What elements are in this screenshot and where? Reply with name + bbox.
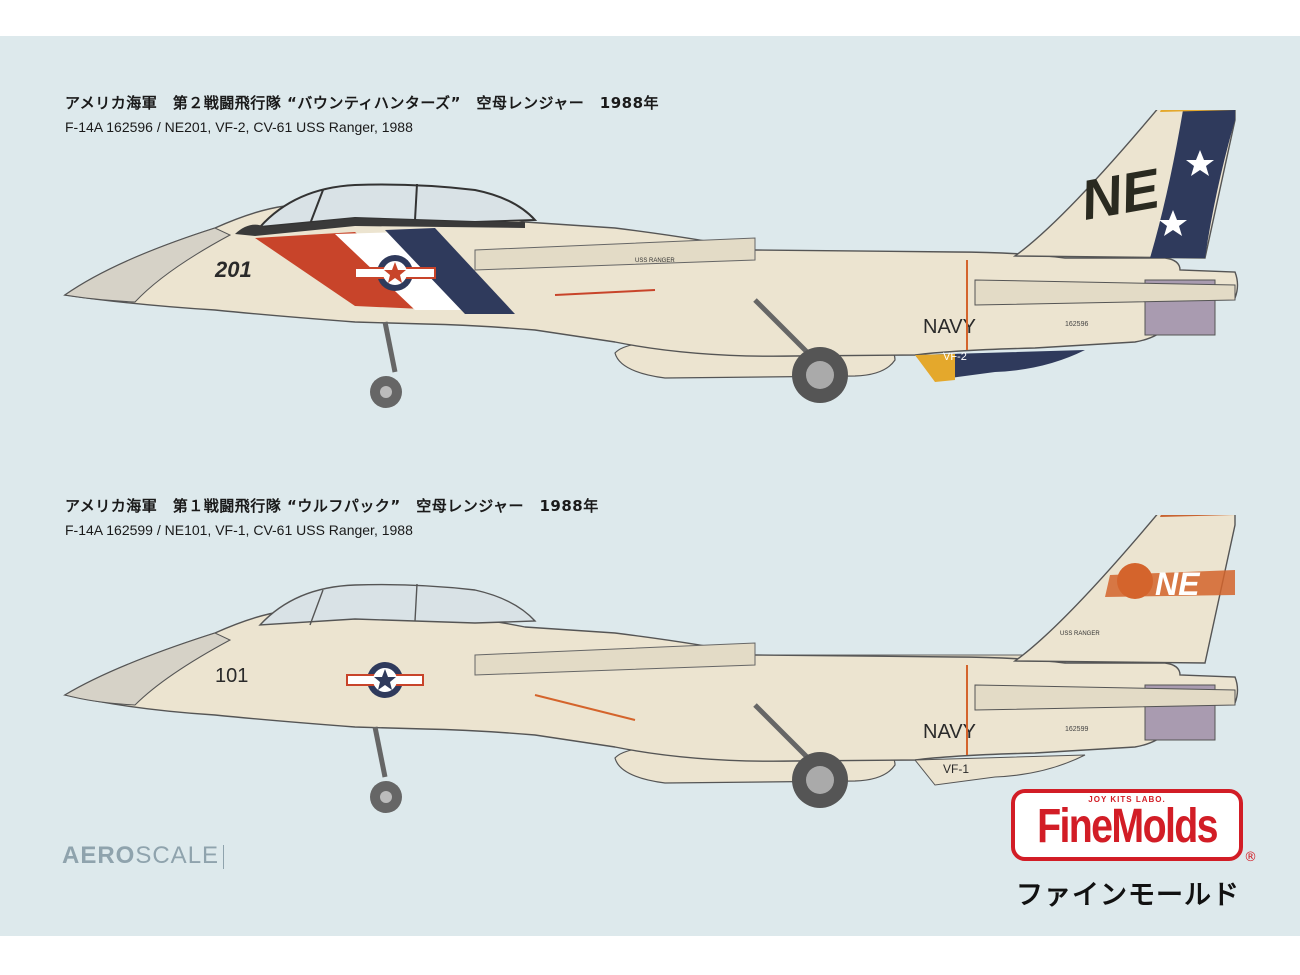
navy-label: NAVY [923,721,976,743]
bureau-number: 162599 [1065,726,1088,733]
registered-mark-icon: ® [1244,850,1257,865]
brand-tagline: JOY KITS LABO. [1088,795,1166,804]
bureau-number: 162596 [1065,321,1088,328]
ship-label: USS RANGER [1060,631,1100,637]
caption-vf2: アメリカ海軍 第２戦闘飛行隊 “バウンティハンターズ” 空母レンジャー 1988… [65,92,659,135]
modex-label: 101 [215,665,248,687]
profile-sheet [0,36,1300,936]
brand-logo-text: FineMolds [1037,800,1218,853]
modex-label: 201 [214,257,252,282]
aeroscale-watermark: AEROSCALE [62,842,225,870]
brand-kana: ファインモールド [1016,880,1240,911]
tail-code: NE [1155,566,1201,602]
f14-profile-vf1: 101 NE USS RANGER VF-1 NAVY 162599 [63,515,1239,813]
wolf-emblem-icon [1117,563,1153,599]
caption-en: F-14A 162599 / NE101, VF-1, CV-61 USS Ra… [65,522,413,538]
squadron-label: VF-1 [943,762,969,776]
f14-profile-vf2: 201 USS RANGER NE VF-2 NAVY 162596 [63,110,1239,408]
finemolds-logo: JOY KITS LABO. FineMolds [1011,789,1243,861]
navy-label: NAVY [923,316,976,338]
caption-ja: アメリカ海軍 第１戦闘飛行隊 “ウルフパック” 空母レンジャー 1988年 [65,497,599,515]
squadron-label: VF-2 [943,351,967,363]
caption-ja: アメリカ海軍 第２戦闘飛行隊 “バウンティハンターズ” 空母レンジャー 1988… [65,94,660,112]
ship-label: USS RANGER [635,258,675,264]
caption-en: F-14A 162596 / NE201, VF-2, CV-61 USS Ra… [65,119,413,135]
tail-code: NE [1076,156,1165,232]
caption-vf1: アメリカ海軍 第１戦闘飛行隊 “ウルフパック” 空母レンジャー 1988年 F-… [65,495,599,538]
